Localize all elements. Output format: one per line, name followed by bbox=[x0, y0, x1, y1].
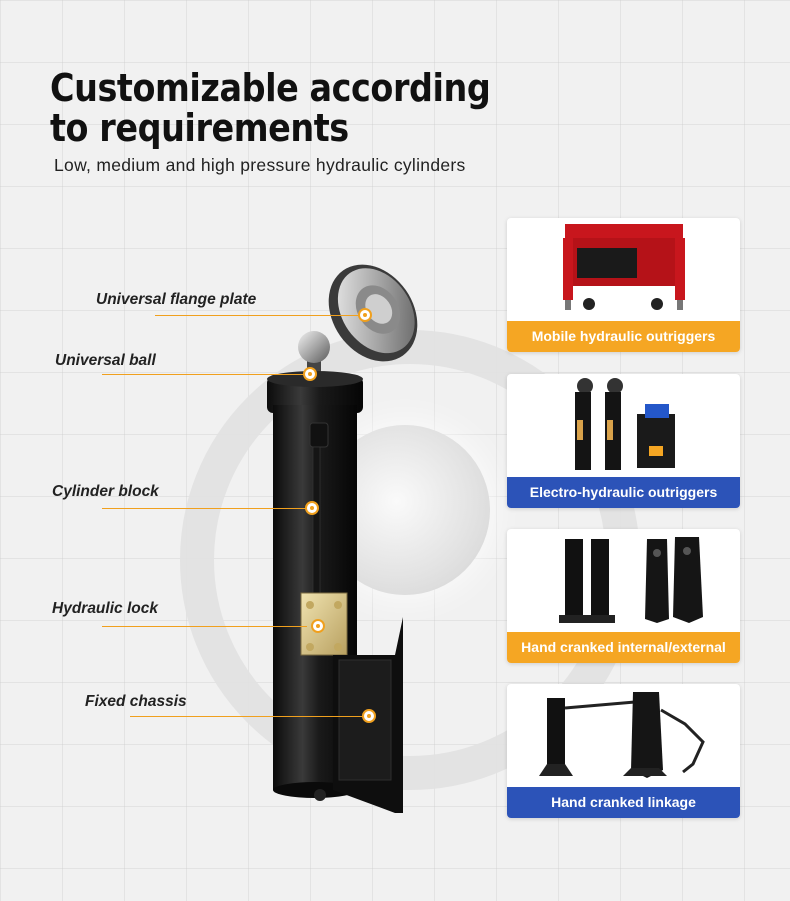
hand-cranked-linkage-image bbox=[539, 692, 705, 778]
callout-marker-icon bbox=[311, 619, 325, 633]
callout-marker-icon bbox=[362, 709, 376, 723]
product-card-hand-cranked-linkage[interactable]: Hand cranked linkage bbox=[507, 684, 740, 818]
callout-line bbox=[102, 626, 307, 627]
callout-universal-flange-plate: Universal flange plate bbox=[96, 291, 257, 308]
callout-hydraulic-lock: Hydraulic lock bbox=[52, 600, 158, 617]
callout-universal-ball: Universal ball bbox=[55, 352, 156, 369]
callout-cylinder-block: Cylinder block bbox=[52, 483, 159, 500]
card-label: Hand cranked internal/external bbox=[507, 632, 740, 663]
hydraulic-cylinder-illustration bbox=[267, 264, 418, 813]
card-label: Hand cranked linkage bbox=[507, 787, 740, 818]
product-card-hand-cranked-internal-external[interactable]: Hand cranked internal/external bbox=[507, 529, 740, 663]
page-subtitle: Low, medium and high pressure hydraulic … bbox=[54, 155, 466, 175]
product-card-electro-hydraulic-outriggers[interactable]: Electro-hydraulic outriggers bbox=[507, 374, 740, 508]
card-label: Electro-hydraulic outriggers bbox=[507, 477, 740, 508]
flange-plate bbox=[328, 264, 418, 362]
callout-marker-icon bbox=[303, 367, 317, 381]
callout-marker-icon bbox=[358, 308, 372, 322]
product-card-mobile-hydraulic-outriggers[interactable]: Mobile hydraulic outriggers bbox=[507, 218, 740, 352]
callout-fixed-chassis: Fixed chassis bbox=[85, 693, 187, 710]
mobile-outriggers-image bbox=[563, 224, 685, 310]
callout-line bbox=[155, 315, 363, 316]
callout-line bbox=[130, 716, 362, 717]
card-label: Mobile hydraulic outriggers bbox=[507, 321, 740, 352]
electro-outriggers-image bbox=[575, 378, 675, 470]
callout-marker-icon bbox=[305, 501, 319, 515]
hand-cranked-internal-external-image bbox=[559, 537, 703, 623]
callout-line bbox=[102, 374, 307, 375]
callout-line bbox=[102, 508, 307, 509]
